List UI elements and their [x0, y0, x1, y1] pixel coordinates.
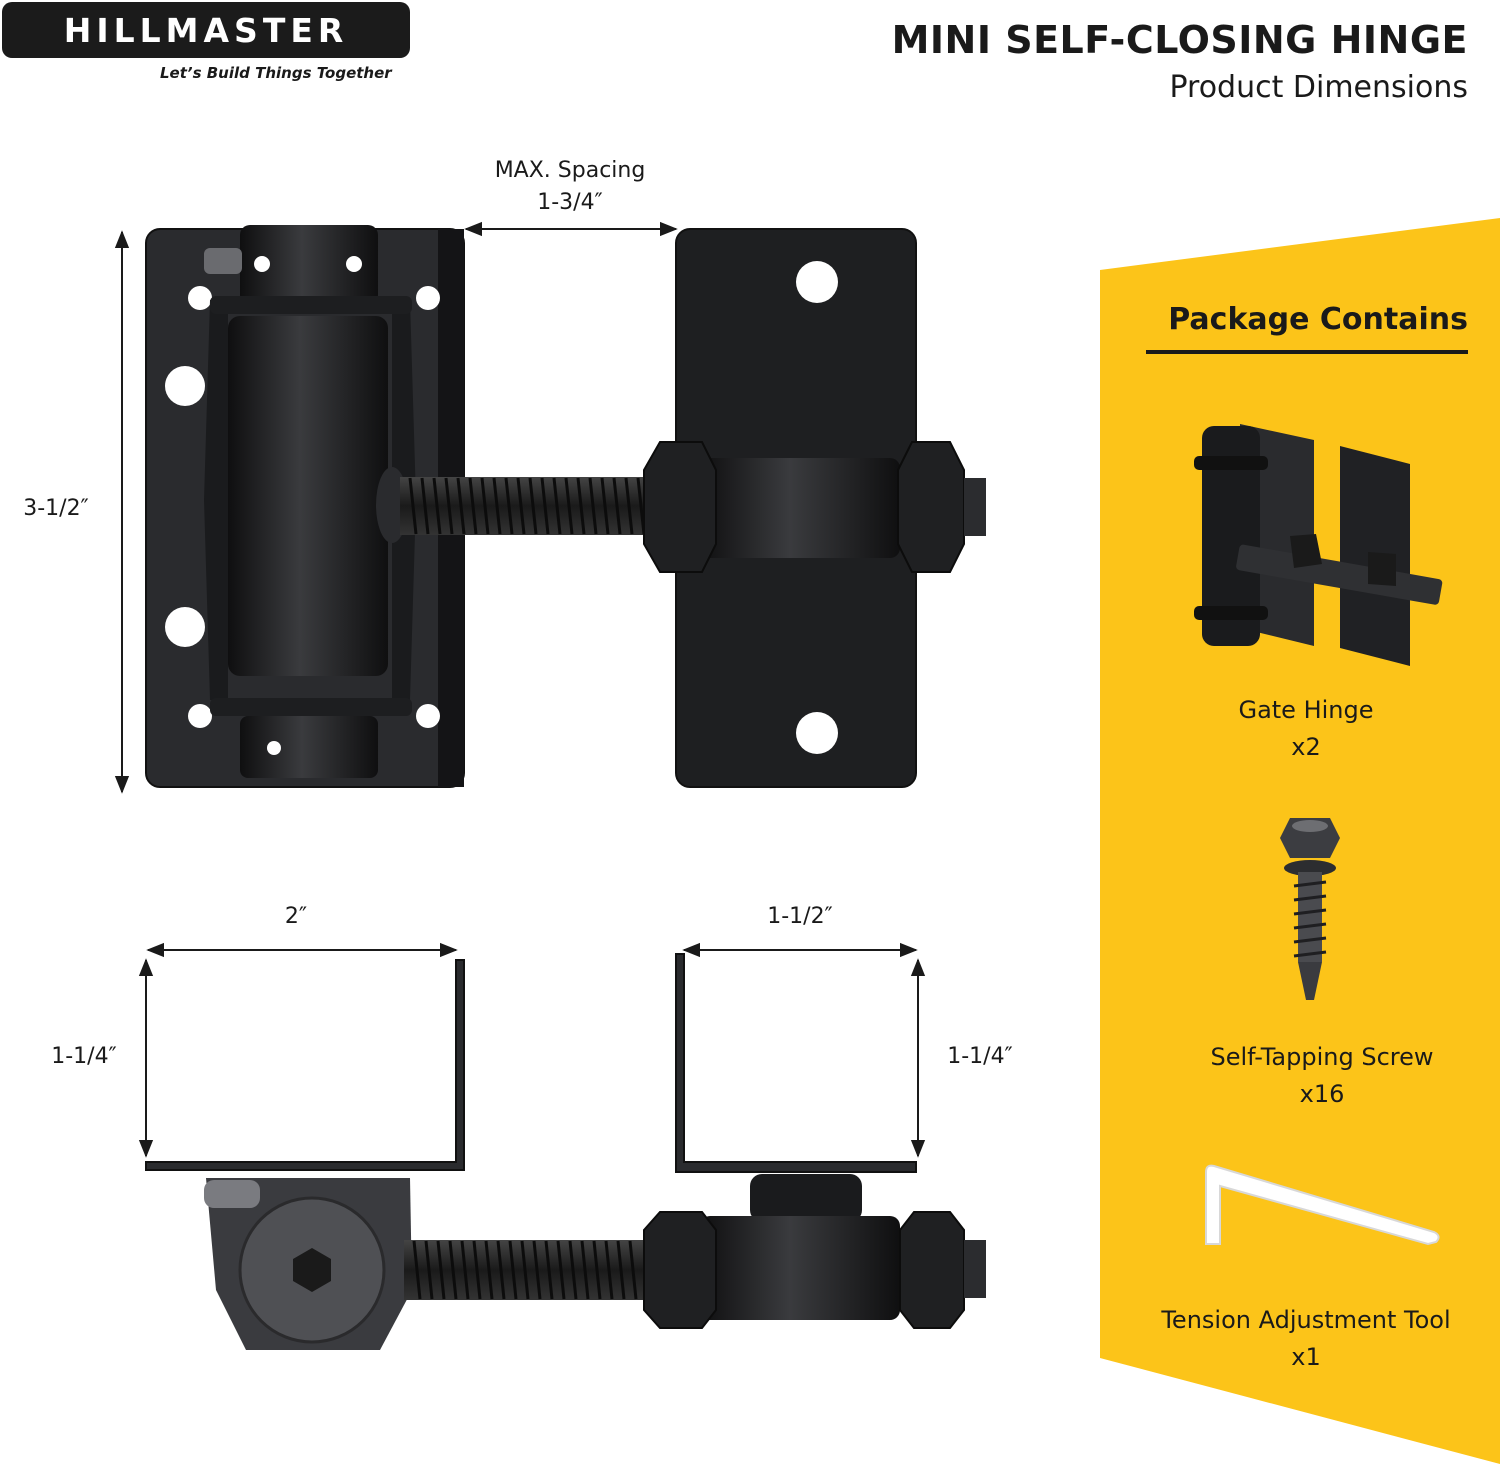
nut-assembly: [643, 441, 986, 573]
gate-hinge-qty: x2: [1291, 733, 1321, 761]
right-bracket-top-view: [404, 942, 986, 1329]
left-bracket-top-view: [138, 942, 465, 1350]
package-title-underline: [1146, 350, 1468, 354]
page-subtitle: Product Dimensions: [1169, 70, 1468, 105]
screw-name: Self-Tapping Screw: [1210, 1043, 1434, 1071]
left-depth-label: 1-1/4″: [51, 1044, 117, 1069]
threaded-bolt: [376, 467, 650, 543]
brand-logo-text: HILLMASTER: [63, 10, 349, 50]
height-label: 3-1/2″: [23, 496, 89, 521]
package-title: Package Contains: [1168, 302, 1468, 337]
hinge-drawing: [114, 221, 986, 1350]
left-width-label: 2″: [284, 904, 308, 929]
gate-hinge-icon: [1194, 424, 1443, 666]
spring-barrel: [204, 225, 412, 778]
max-spacing-value: 1-3/4″: [537, 190, 603, 215]
max-spacing-label: MAX. Spacing: [494, 158, 646, 183]
screw-qty: x16: [1299, 1080, 1345, 1108]
brand-tagline: Let’s Build Things Together: [160, 64, 392, 82]
brand-logo: HILLMASTER: [2, 2, 410, 58]
gate-hinge-name: Gate Hinge: [1238, 696, 1374, 724]
tool-name: Tension Adjustment Tool: [1161, 1306, 1451, 1334]
page-title: MINI SELF-CLOSING HINGE: [891, 18, 1468, 62]
screw-icon: [1280, 818, 1340, 1000]
right-depth-label: 1-1/4″: [947, 1044, 1013, 1069]
hex-key-icon: [1205, 1164, 1440, 1246]
tool-qty: x1: [1291, 1343, 1321, 1371]
right-width-label: 1-1/2″: [767, 904, 833, 929]
